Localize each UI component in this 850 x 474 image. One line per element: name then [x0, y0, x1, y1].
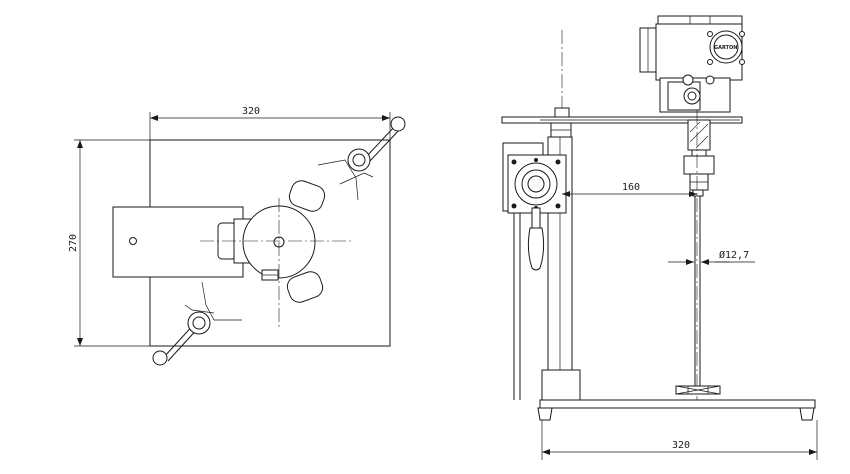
- dim-320-top-label: 320: [242, 106, 260, 117]
- clamp-handle: [527, 207, 545, 271]
- base-bar: [539, 399, 816, 409]
- foot-right: [799, 407, 815, 421]
- top-view: 320 270: [68, 106, 406, 366]
- dim-320-top: 320: [149, 106, 391, 140]
- dim-diameter: Ø12,7: [668, 249, 755, 265]
- side-view: GARTON: [501, 15, 818, 460]
- motor-brand-label: GARTON: [714, 45, 737, 51]
- lever-arm-lower: [152, 281, 242, 366]
- dim-diameter-label: Ø12,7: [719, 249, 749, 261]
- dim-270: 270: [68, 139, 150, 347]
- foot-left: [537, 407, 553, 421]
- bracket-hole: [129, 237, 137, 245]
- dim-270-label: 270: [68, 234, 79, 252]
- dim-160-label: 160: [622, 182, 640, 193]
- shaft-assembly: [683, 110, 715, 400]
- motor-side: GARTON: [639, 15, 745, 113]
- impeller: [675, 385, 721, 395]
- clamp-block: [502, 142, 567, 214]
- dim-320-base: 320: [541, 420, 818, 460]
- dim-160: 160: [562, 182, 697, 197]
- motor-top: [217, 180, 326, 303]
- dim-320-base-label: 320: [672, 440, 690, 451]
- lever-arm-upper: [317, 116, 406, 201]
